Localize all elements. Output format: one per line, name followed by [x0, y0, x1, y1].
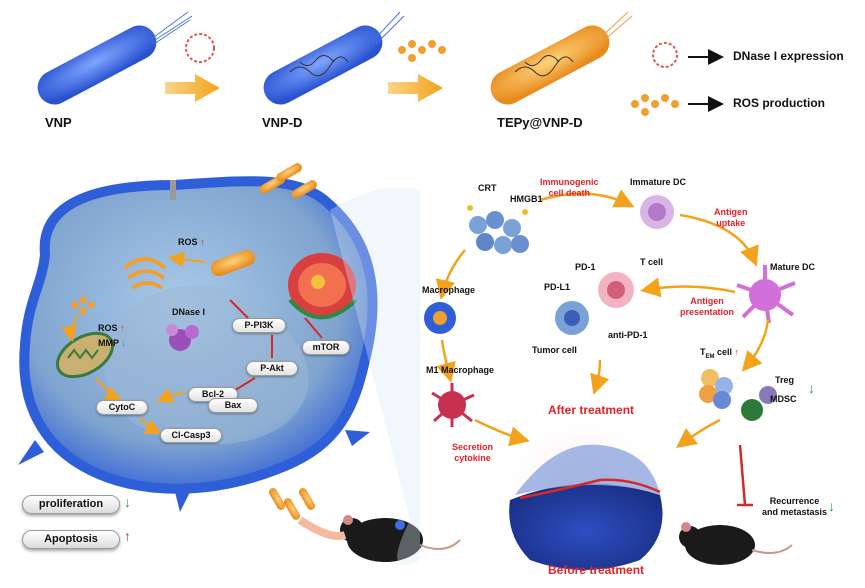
tem-label: TEM cell ↑: [700, 347, 740, 360]
plasmid-icon: [185, 33, 215, 63]
ros-molecule-icon: [71, 296, 95, 315]
dnase-cell-label: DNase I: [172, 307, 206, 317]
legend-plasmid-icon: [652, 42, 678, 68]
mature-dc-icon: [736, 265, 796, 324]
arrow-tem-to-tumor: [675, 418, 721, 448]
bax-node: Bax: [208, 398, 258, 413]
recurrence-down-icon: ↓: [828, 498, 835, 514]
tepy-bacterium: [490, 11, 633, 105]
anti-pd1-label: anti-PD-1: [608, 330, 648, 340]
crt-label: CRT: [478, 183, 497, 193]
bacterium-in-cell-icon: [210, 249, 256, 277]
treg-label: Treg: [775, 375, 795, 385]
inhibit-recurrence: [738, 444, 747, 506]
arrow-bacteria-to-mouse: [297, 516, 347, 540]
tumor-cell-small-icon: [555, 301, 589, 335]
mature-dc-label: Mature DC: [770, 262, 816, 272]
macrophage-label: Macrophage: [422, 285, 476, 295]
legend-tepy-icon: [631, 94, 679, 116]
inhibit-line-mtor: [304, 317, 323, 339]
arrow-tcell-to-tumor: [590, 359, 610, 395]
mdsc-label: MDSC: [770, 394, 797, 404]
cell-spike: [175, 492, 190, 512]
ros-top-label: ROS ↑: [178, 237, 205, 247]
after-treatment-region: [515, 444, 660, 495]
cell-spike: [345, 430, 370, 446]
arrow-ros-mito: [61, 314, 79, 342]
vnp-bacterium: [37, 11, 193, 105]
arrow-bac-golgi: [168, 251, 206, 268]
before-treatment-mass: [509, 483, 663, 570]
vnp-label: VNP: [45, 115, 72, 130]
golgi-icon: [123, 257, 167, 290]
proliferation-down-icon: ↓: [124, 494, 131, 510]
arrow-icd-to-idc: [539, 189, 635, 208]
arrow-mito-cytoc: [95, 377, 122, 402]
zoom-lens: [330, 187, 420, 565]
arrow-mdc-to-tem: [741, 319, 770, 372]
arrow-mdc-to-tcell: [640, 277, 736, 298]
treg-mdsc-icon: [741, 386, 777, 421]
apoptosis-node: Apoptosis: [22, 530, 120, 549]
arrow-cytoc-casp3: [139, 417, 162, 434]
macrophage-icon: [424, 302, 456, 334]
pd1-label: PD-1: [575, 262, 596, 272]
legend-ros-label: ROS production: [733, 96, 825, 110]
arrow-vnpd-to-tepy: [388, 74, 443, 102]
t-cell-label: T cell: [640, 257, 664, 267]
m1-macrophage-icon: [431, 383, 475, 427]
cl-casp3-node: Cl-Casp3: [160, 428, 222, 443]
syringe-icon: [170, 180, 176, 200]
arrow-vnp-to-vnpd: [165, 74, 220, 102]
mtor-node: mTOR: [302, 340, 350, 355]
arrow-idc-to-mdc: [679, 213, 759, 267]
treg-mdsc-down-icon: ↓: [808, 380, 815, 396]
tepy-label: TEPy@VNP-D: [497, 115, 583, 130]
bacteria-cluster-icon: [259, 163, 317, 199]
vnpd-label: VNP-D: [262, 115, 303, 130]
cut-line: [519, 478, 661, 500]
p-akt-node: P-Akt: [246, 361, 298, 376]
arrow-macrophage-to-m1: [436, 339, 456, 383]
mmp-label: MMP ↓: [98, 338, 126, 348]
icd-tumor-cluster-icon: [467, 205, 529, 254]
apoptosis-up-icon: ↑: [124, 528, 131, 544]
nucleus-icon: [288, 253, 358, 320]
immature-dc-label: Immature DC: [630, 177, 687, 187]
mouse-treated-icon: [340, 515, 461, 562]
m1-macrophage-label: M1 Macrophage: [426, 365, 495, 375]
after-treatment-label: After treatment: [548, 403, 635, 417]
before-treatment-label: Before treatment: [548, 563, 645, 577]
cytoc-node: CytoC: [96, 400, 148, 415]
dnase-protein-icon: [166, 324, 199, 351]
arrow-m1-to-tumor: [474, 418, 530, 447]
tumor-cell-label: Tumor cell: [532, 345, 577, 355]
bacteria-injection-icon: [269, 488, 315, 520]
inhibit-line-pi3k: [229, 299, 249, 319]
mouse-outcome-icon: [679, 522, 793, 565]
hmgb1-label: HMGB1: [510, 194, 543, 204]
vnpd-bacterium: [263, 11, 405, 105]
t-cell-icon: [598, 272, 634, 308]
legend-dnase-label: DNase I expression: [733, 49, 844, 63]
tem-cells-icon: [699, 369, 733, 409]
proliferation-node: proliferation: [22, 495, 120, 514]
p-pi3k-node: P-PI3K: [232, 318, 286, 333]
arrow-icd-to-macrophage: [435, 249, 466, 300]
ros-left-label: ROS ↑: [98, 323, 125, 333]
pdl1-label: PD-L1: [544, 282, 571, 292]
tepy-molecule-icon: [398, 40, 446, 62]
immature-dc-icon: [640, 195, 674, 229]
cell-spike: [18, 440, 44, 465]
arrow-bax-cytoc: [156, 388, 186, 403]
